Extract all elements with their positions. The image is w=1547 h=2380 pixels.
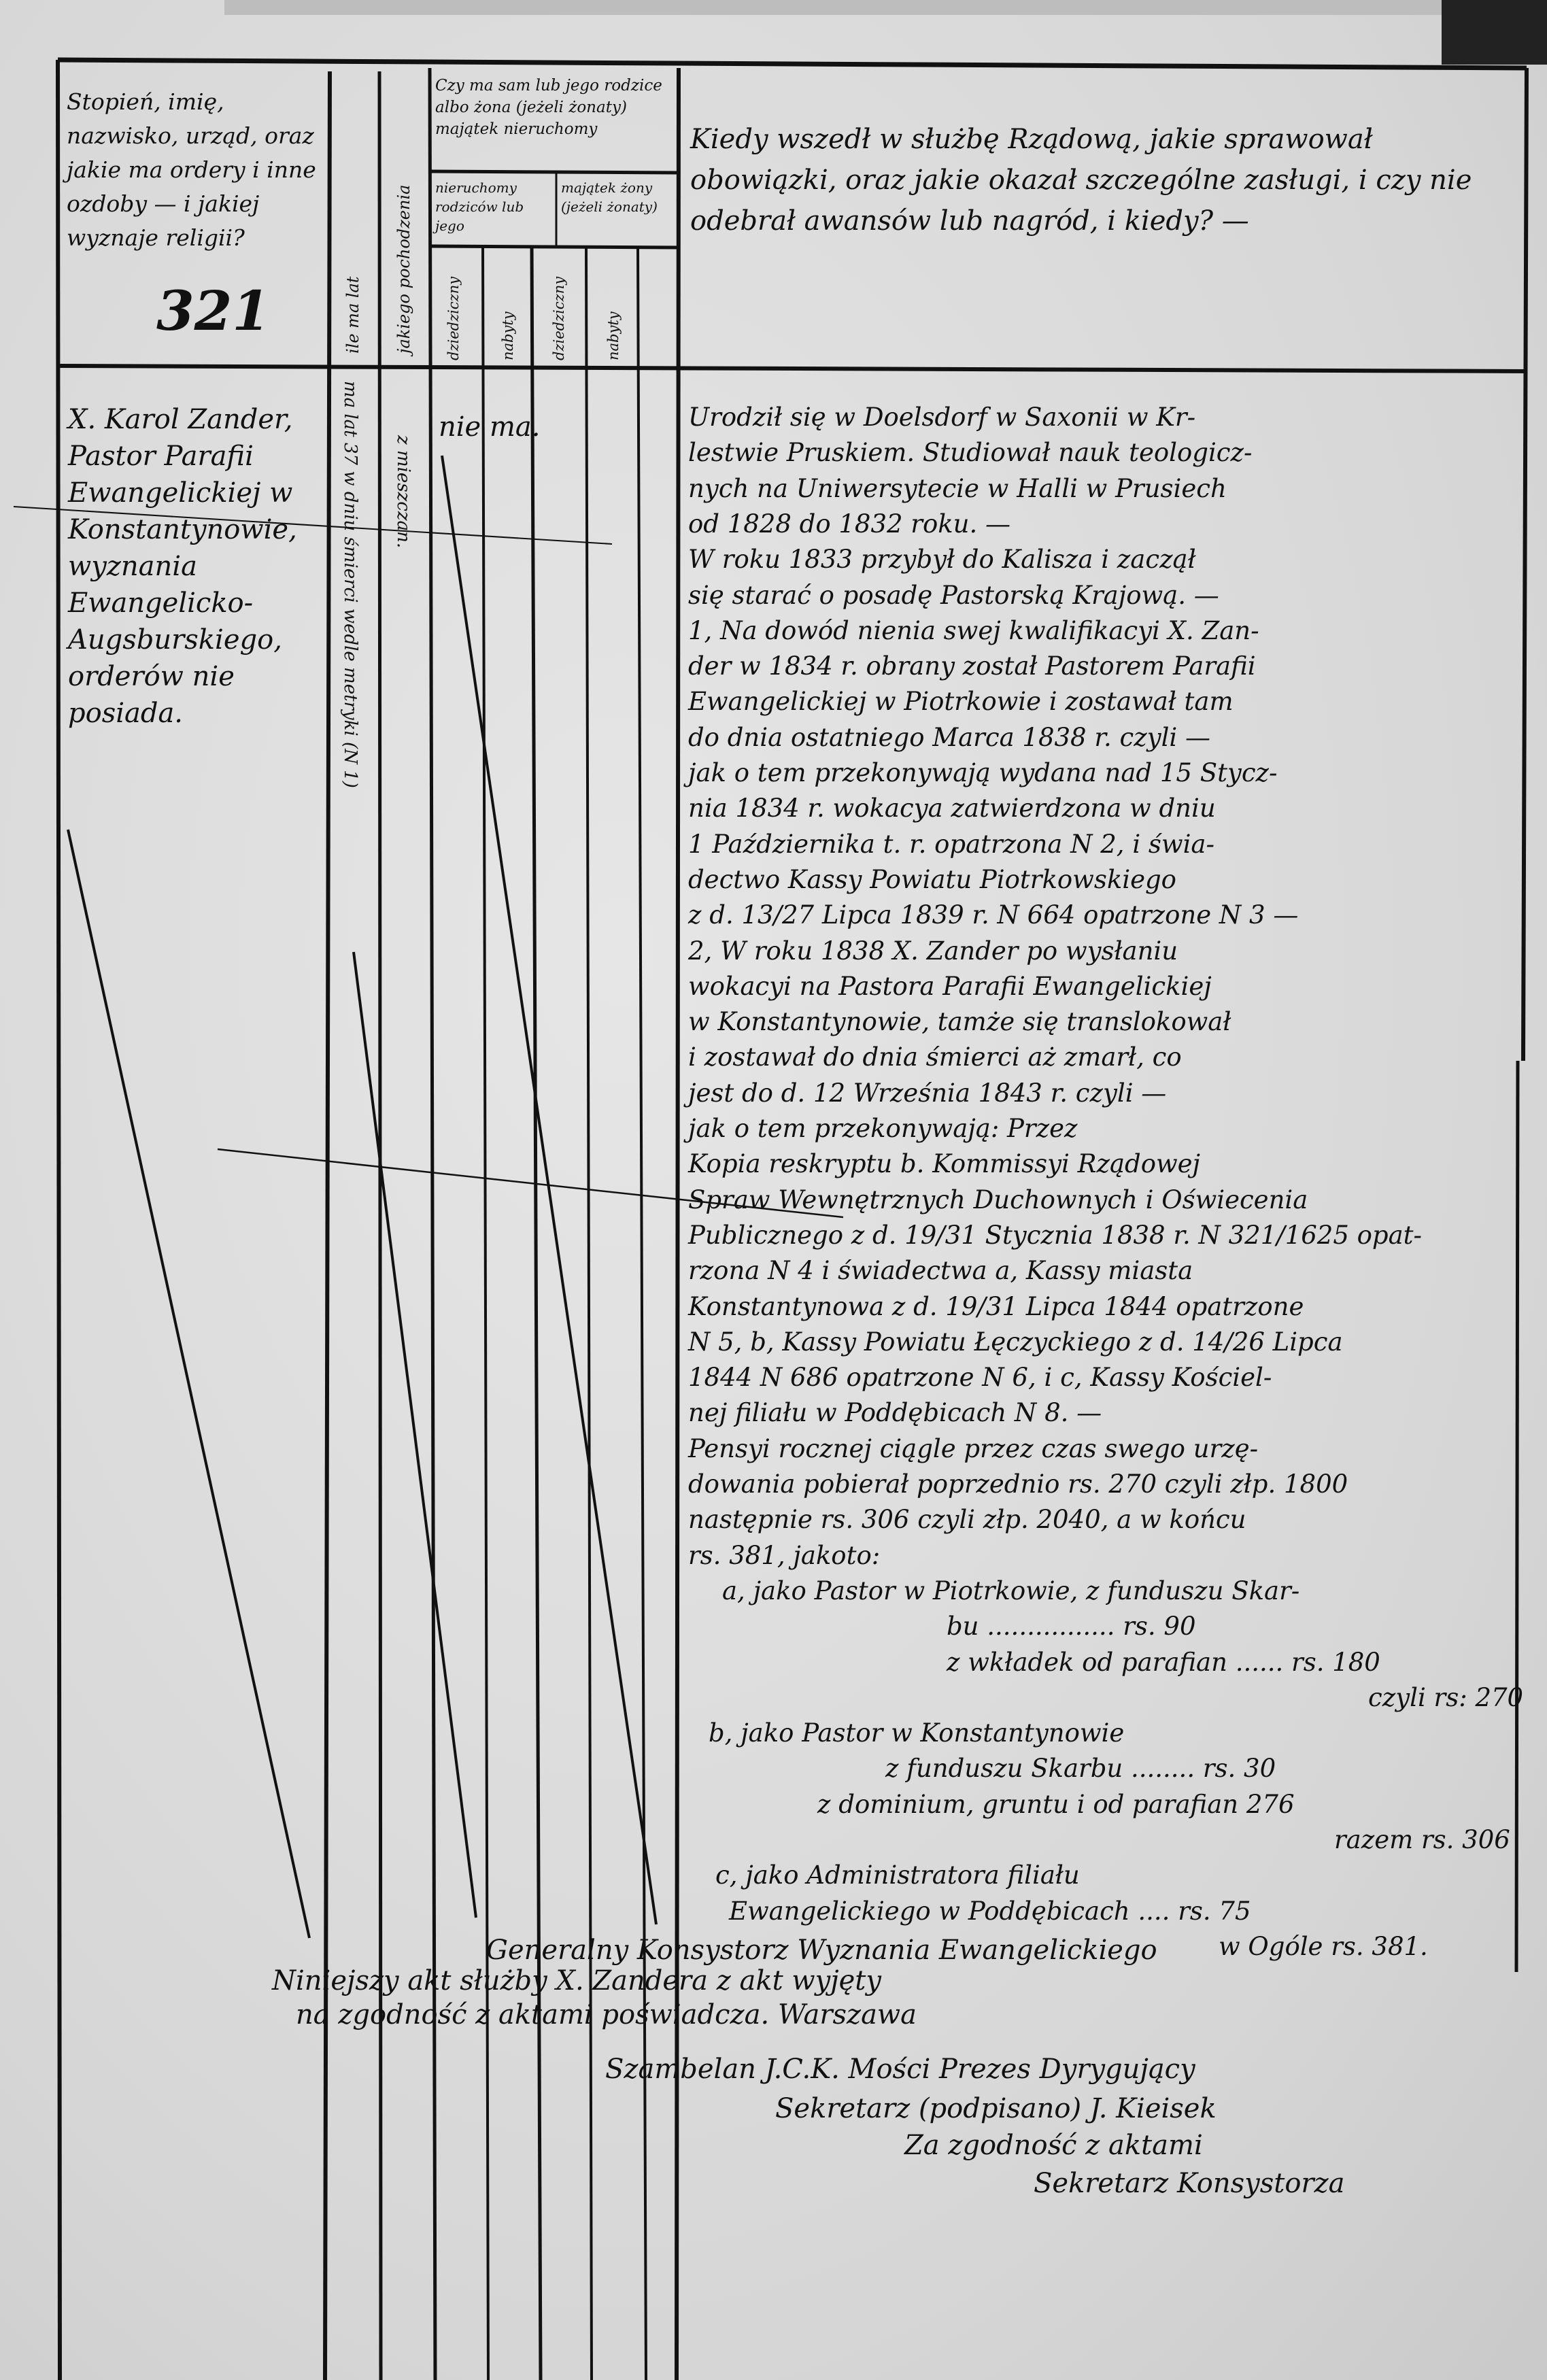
certification-line: Szambelan J.C.K. Mości Prezes Dyrygujący	[605, 2054, 1195, 2085]
text-line: Konstantynowa z d. 19/31 Lipca 1844 opat…	[688, 1291, 1304, 1321]
page-edge	[224, 0, 1442, 15]
cancel-line-2	[352, 951, 477, 1918]
text-line: 1, Na dowód nienia swej kwalifikacyi X. …	[688, 615, 1259, 645]
text-line: w Konstantynowie, tamże się translokował	[688, 1007, 1231, 1037]
header-name-column: Stopień, imię, nazwisko, urząd, oraz jak…	[67, 88, 316, 251]
text-line: dectwo Kassy Powiatu Piotrkowskiego	[688, 864, 1176, 894]
text-line: jak o tem przekonywają: Przez	[688, 1114, 1078, 1143]
text-line: nych na Uniwersytecie w Halli w Prusiech	[688, 473, 1227, 503]
col-age	[323, 71, 332, 2380]
cancel-line-1	[67, 829, 311, 1939]
text-line: bu ................ rs. 90	[947, 1612, 1196, 1642]
text-line: Ewangelickiej w Piotrkowie i zostawał ta…	[688, 687, 1234, 717]
text-line: Kopia reskryptu b. Kommissyi Rządowej	[688, 1149, 1201, 1179]
scan-background	[1442, 0, 1547, 65]
page-number: 321	[156, 279, 270, 343]
entry-origin: z mieszczan.	[393, 435, 413, 549]
text-line: z dominium, gruntu i od parafian 276	[817, 1789, 1295, 1819]
frame-left	[56, 59, 62, 2380]
text-line: czyli rs: 270	[1368, 1682, 1524, 1712]
header-prop-col-1: dziedziczny	[445, 276, 462, 360]
text-line: z d. 13/27 Lipca 1839 r. N 664 opatrzone…	[688, 900, 1299, 930]
text-line: b, jako Pastor w Konstantynowie	[709, 1718, 1125, 1748]
text-line: Ewangelickiego w Poddębicach .... rs. 75	[729, 1896, 1251, 1926]
cancel-line-5	[217, 1148, 844, 1219]
header-property-sub-2: majątek żony (jeżeli żonaty)	[561, 180, 658, 215]
text-line: c, jako Administratora filiału	[715, 1860, 1080, 1890]
col-prop-3	[585, 245, 593, 2380]
text-line: od 1828 do 1832 roku. —	[688, 509, 1011, 539]
header-prop-col-2: nabyty	[500, 311, 516, 360]
col-prop-4	[636, 245, 647, 2380]
header-age-column: ile ma lat	[343, 276, 362, 354]
text-line: następnie rs. 306 czyli złp. 2040, a w k…	[688, 1505, 1246, 1535]
text-line: z wkładek od parafian ...... rs. 180	[947, 1647, 1380, 1677]
col-property	[428, 67, 437, 2380]
cancel-line-3	[441, 455, 658, 1925]
text-line: der w 1834 r. obrany został Pastorem Par…	[688, 651, 1256, 681]
text-line: 1844 N 686 opatrzone N 6, i c, Kassy Koś…	[688, 1363, 1272, 1393]
header-property-sub-1: nieruchomy rodziców lub jego	[435, 180, 524, 234]
text-line: Publicznego z d. 19/31 Stycznia 1838 r. …	[688, 1220, 1423, 1250]
text-line: dowania pobierał poprzednio rs. 270 czyl…	[688, 1469, 1348, 1499]
certification-line: Niniejszy akt służby X. Zandera z akt wy…	[272, 1965, 881, 1996]
text-line: razem rs. 306	[1334, 1825, 1510, 1854]
col-prop-1	[481, 245, 490, 2380]
text-line: jak o tem przekonywają wydana nad 15 Sty…	[688, 758, 1278, 787]
text-line: w Ogóle rs. 381.	[1219, 1931, 1428, 1961]
text-line: nej filiału w Poddębicach N 8. —	[688, 1398, 1102, 1428]
subheader-2	[429, 244, 679, 250]
text-line: 1 Października t. r. opatrzona N 2, i św…	[688, 829, 1214, 859]
certification-line: Generalny Konsystorz Wyznania Ewangelick…	[486, 1935, 1157, 1966]
frame-top	[57, 57, 1527, 71]
col-origin	[377, 71, 383, 2380]
cancel-line-4	[13, 506, 613, 545]
col-prop-2	[530, 245, 543, 2380]
text-line: rs. 381, jakoto:	[688, 1540, 881, 1570]
text-line: lestwie Pruskiem. Studiował nauk teologi…	[688, 438, 1253, 468]
text-line: Urodził się w Doelsdorf w Saxonii w Kr-	[688, 403, 1196, 432]
text-line: z funduszu Skarbu ........ rs. 30	[885, 1754, 1276, 1784]
certification-line: na zgodność z aktami poświadcza. Warszaw…	[296, 1999, 917, 2030]
header-bottom	[57, 364, 1527, 373]
text-line: do dnia ostatniego Marca 1838 r. czyli —	[688, 722, 1211, 752]
text-line: rzona N 4 i świadectwa a, Kassy miasta	[688, 1256, 1193, 1286]
text-line: wokacyi na Pastora Parafii Ewangelickiej	[688, 971, 1212, 1001]
text-line: N 5, b, Kassy Powiatu Łęczyckiego z d. 1…	[688, 1327, 1343, 1357]
entry-age: ma lat 37 w dniu śmierci wedle metryki (…	[340, 381, 360, 788]
text-line: 2, W roku 1838 X. Zander po wysłaniu	[688, 936, 1178, 966]
certification-line: Za zgodność z aktami	[904, 2130, 1203, 2161]
certification-line: Sekretarz Konsystorza	[1034, 2168, 1345, 2199]
header-origin-column: jakiego pochodzenia	[394, 184, 413, 354]
text-line: Pensyi rocznej ciągle przez czas swego u…	[688, 1433, 1259, 1463]
col-service	[675, 67, 681, 2380]
header-service-column: Kiedy wszedł w służbę Rządową, jakie spr…	[690, 124, 1472, 237]
text-line: Spraw Wewnętrznych Duchownych i Oświecen…	[688, 1185, 1308, 1214]
certification-line: Sekretarz (podpisano) J. Kieisek	[775, 2093, 1217, 2124]
header-prop-col-3: dziedziczny	[551, 276, 567, 360]
header-prop-col-4: nabyty	[605, 311, 622, 360]
header-property-group: Czy ma sam lub jego rodzice albo żona (j…	[435, 77, 662, 138]
subheader-1	[429, 169, 679, 175]
text-line: nia 1834 r. wokacya zatwierdzona w dniu	[688, 794, 1216, 823]
entry-property: nie ma.	[439, 411, 541, 443]
entry-name: X. Karol Zander, Pastor Parafii Ewangeli…	[68, 404, 297, 729]
frame-right	[1521, 67, 1529, 1061]
text-line: i zostawał do dnia śmierci aż zmarł, co	[688, 1042, 1182, 1072]
frame-right-lower	[1514, 1060, 1520, 1973]
text-line: W roku 1833 przybył do Kalisza i zaczął	[688, 545, 1196, 575]
text-line: a, jako Pastor w Piotrkowie, z funduszu …	[722, 1576, 1300, 1605]
text-line: jest do d. 12 Września 1843 r. czyli —	[688, 1078, 1167, 1108]
text-line: się starać o posadę Pastorską Krajową. —	[688, 580, 1219, 610]
